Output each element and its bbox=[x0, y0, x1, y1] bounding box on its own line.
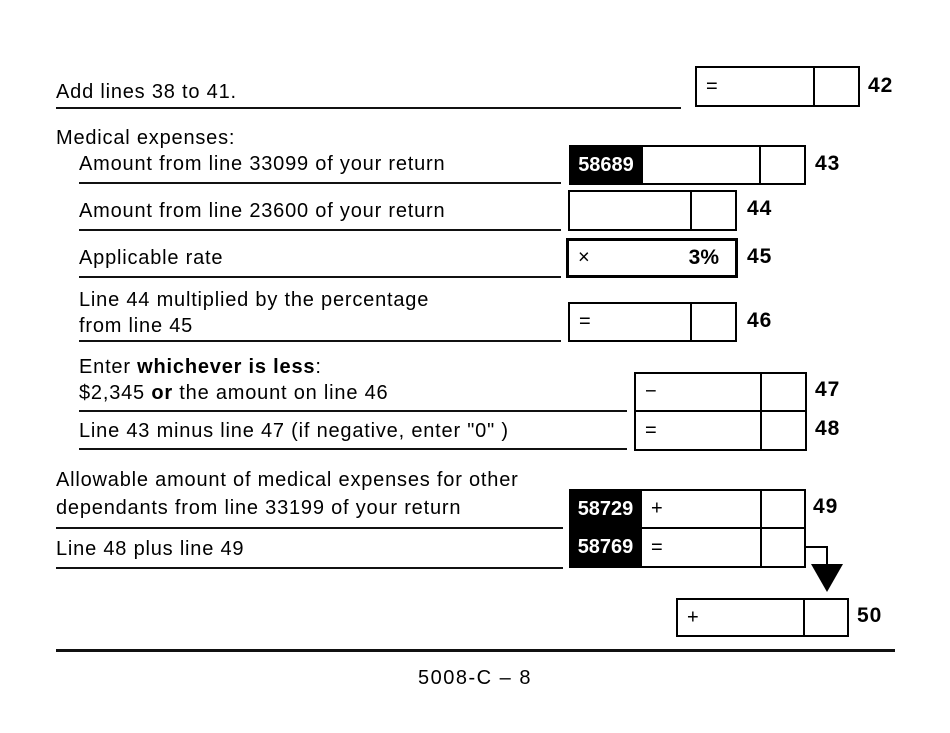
line48-underline bbox=[79, 448, 627, 450]
line49-amount-box: + bbox=[640, 489, 806, 529]
line43-cents-field[interactable] bbox=[759, 147, 804, 183]
medical-expenses-heading: Medical expenses: bbox=[56, 127, 236, 149]
line44-number: 44 bbox=[747, 197, 773, 220]
line47-underline bbox=[79, 410, 627, 412]
line42-underline bbox=[56, 107, 681, 109]
line47-label-bold: or bbox=[151, 382, 173, 404]
equals-symbol: = bbox=[579, 310, 591, 333]
line49-code-box: 58729 bbox=[569, 489, 642, 529]
equals-symbol: = bbox=[706, 75, 718, 97]
line45-label: Applicable rate bbox=[79, 247, 224, 269]
line47-label-text: the amount on line 46 bbox=[172, 382, 389, 404]
line43-dollars-field[interactable] bbox=[643, 147, 759, 183]
line45-number: 45 bbox=[747, 245, 773, 268]
line47-cents-field[interactable] bbox=[760, 374, 805, 410]
line44-amount-box bbox=[568, 190, 737, 231]
line46-dollars-field[interactable]: = bbox=[570, 304, 690, 340]
line44-underline bbox=[79, 229, 561, 231]
down-arrow-icon bbox=[811, 564, 843, 592]
line46-label-line2: from line 45 bbox=[79, 315, 194, 337]
line48-dollars-field[interactable]: = bbox=[636, 412, 760, 449]
line42-cents-field[interactable] bbox=[813, 68, 858, 105]
line49-cents-field[interactable] bbox=[760, 491, 804, 527]
line44-label: Amount from line 23600 of your return bbox=[79, 200, 446, 222]
line45-underline bbox=[79, 276, 561, 278]
line50-sum-underline bbox=[56, 567, 563, 569]
line47-amount-box: − bbox=[634, 372, 807, 412]
line43-number: 43 bbox=[815, 152, 841, 175]
line43-amount-box bbox=[641, 145, 806, 185]
line43-underline bbox=[79, 182, 561, 184]
line47-dollars-field[interactable]: − bbox=[636, 374, 760, 410]
line45-rate-field: × 3% bbox=[569, 241, 735, 275]
equals-symbol: = bbox=[645, 419, 657, 441]
multiply-symbol: × bbox=[578, 246, 590, 269]
line42-amount-box: = bbox=[695, 66, 860, 107]
line47-label-line1: Enter whichever is less: bbox=[79, 355, 322, 379]
line50-amount-box: + bbox=[676, 598, 849, 637]
line42-dollars-field[interactable]: = bbox=[697, 68, 813, 105]
line46-number: 46 bbox=[747, 309, 773, 332]
line46-amount-box: = bbox=[568, 302, 737, 342]
line47-label-text: : bbox=[315, 356, 322, 378]
line49-dollars-field[interactable]: + bbox=[642, 491, 760, 527]
line50-sum-code-box: 58769 bbox=[569, 527, 642, 568]
minus-symbol: − bbox=[645, 380, 657, 403]
line50-sum-amount-box: = bbox=[640, 527, 806, 568]
equals-symbol: = bbox=[651, 536, 663, 558]
line45-rate-box: × 3% bbox=[566, 238, 738, 278]
connector-vertical-segment bbox=[826, 546, 828, 566]
footer-divider bbox=[56, 649, 895, 652]
line47-label-text: Enter bbox=[79, 356, 138, 378]
line50-sum-dollars-field[interactable]: = bbox=[642, 529, 760, 566]
line48-amount-box: = bbox=[634, 410, 807, 451]
line49-number: 49 bbox=[813, 495, 839, 518]
line48-number: 48 bbox=[815, 417, 841, 440]
line47-label-text: $2,345 bbox=[79, 382, 152, 404]
line50-cents-field[interactable] bbox=[803, 600, 847, 635]
line42-label: Add lines 38 to 41. bbox=[56, 81, 237, 103]
line49-label-line1: Allowable amount of medical expenses for… bbox=[56, 469, 519, 491]
line46-cents-field[interactable] bbox=[690, 304, 735, 340]
line42-number: 42 bbox=[868, 74, 894, 97]
line47-label-bold: whichever is less bbox=[137, 356, 316, 378]
line50-dollars-field[interactable]: + bbox=[678, 600, 803, 635]
line48-cents-field[interactable] bbox=[760, 412, 805, 449]
form-page-code: 5008-C – 8 bbox=[418, 667, 532, 689]
line48-label: Line 43 minus line 47 (if negative, ente… bbox=[79, 420, 509, 442]
line46-label-line1: Line 44 multiplied by the percentage bbox=[79, 289, 430, 311]
line49-label-line2: dependants from line 33199 of your retur… bbox=[56, 497, 462, 519]
line44-cents-field[interactable] bbox=[690, 192, 735, 229]
line50-number: 50 bbox=[857, 604, 883, 627]
line46-underline bbox=[79, 340, 561, 342]
line44-dollars-field[interactable] bbox=[570, 192, 690, 229]
line43-label: Amount from line 33099 of your return bbox=[79, 153, 446, 175]
line43-code-box: 58689 bbox=[569, 145, 643, 185]
line49-underline bbox=[56, 527, 563, 529]
line47-number: 47 bbox=[815, 378, 841, 401]
rate-value: 3% bbox=[688, 246, 719, 269]
line47-label-line2: $2,345 or the amount on line 46 bbox=[79, 381, 388, 405]
plus-symbol: + bbox=[687, 606, 699, 628]
line50-sum-cents-field[interactable] bbox=[760, 529, 804, 566]
connector-horizontal-segment bbox=[804, 546, 828, 548]
line50-sum-label: Line 48 plus line 49 bbox=[56, 538, 245, 560]
plus-symbol: + bbox=[651, 497, 663, 520]
